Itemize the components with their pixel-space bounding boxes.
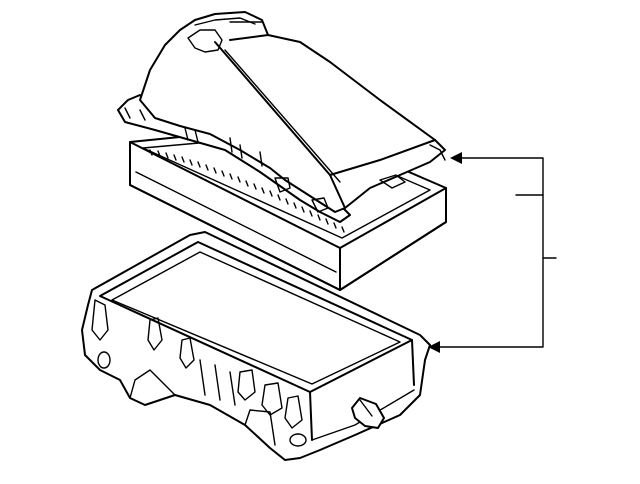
callout-bracket [428, 152, 557, 353]
arrow-head-cover [450, 152, 462, 164]
air-cleaner-cover-icon [117, 11, 446, 223]
arrow-head-housing [428, 341, 440, 353]
air-cleaner-lower-case-icon [81, 231, 431, 461]
